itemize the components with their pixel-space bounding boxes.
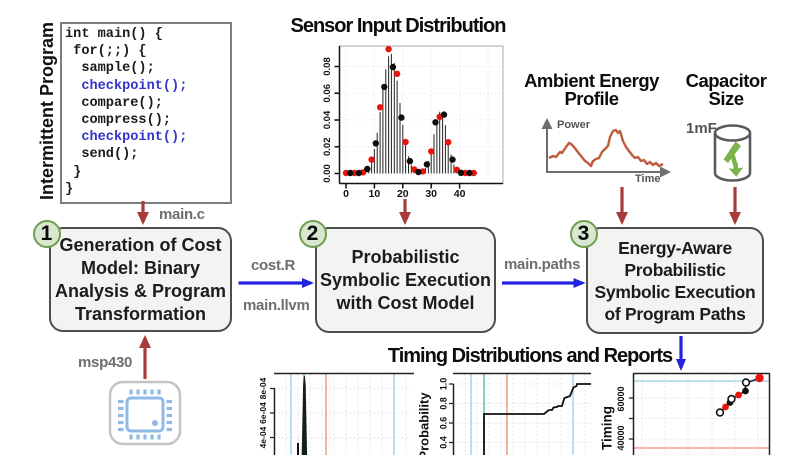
svg-text:40000: 40000	[616, 425, 626, 450]
svg-text:0.08: 0.08	[322, 57, 333, 76]
svg-text:0.6: 0.6	[439, 417, 449, 430]
svg-text:0.00: 0.00	[322, 164, 333, 183]
svg-text:40: 40	[454, 188, 466, 200]
svg-text:0: 0	[343, 188, 349, 200]
svg-text:0.02: 0.02	[322, 138, 333, 157]
svg-text:4e-04: 4e-04	[258, 426, 268, 448]
svg-text:0.04: 0.04	[322, 110, 333, 129]
svg-text:1.0: 1.0	[439, 378, 449, 391]
svg-text:Timing: Timing	[600, 406, 615, 450]
svg-text:8e-04: 8e-04	[258, 377, 268, 399]
svg-text:10: 10	[369, 188, 381, 200]
svg-text:30: 30	[425, 188, 437, 200]
svg-text:Time: Time	[635, 173, 660, 185]
svg-text:60000: 60000	[616, 386, 626, 411]
svg-text:0.4: 0.4	[439, 436, 449, 449]
svg-text:Power: Power	[557, 119, 591, 131]
svg-text:6e-04: 6e-04	[258, 402, 268, 424]
svg-text:0.8: 0.8	[439, 397, 449, 410]
svg-text:20: 20	[397, 188, 409, 200]
svg-text:1mF: 1mF	[686, 120, 717, 137]
svg-text:Probability: Probability	[417, 392, 432, 455]
svg-text:0.06: 0.06	[322, 84, 333, 103]
